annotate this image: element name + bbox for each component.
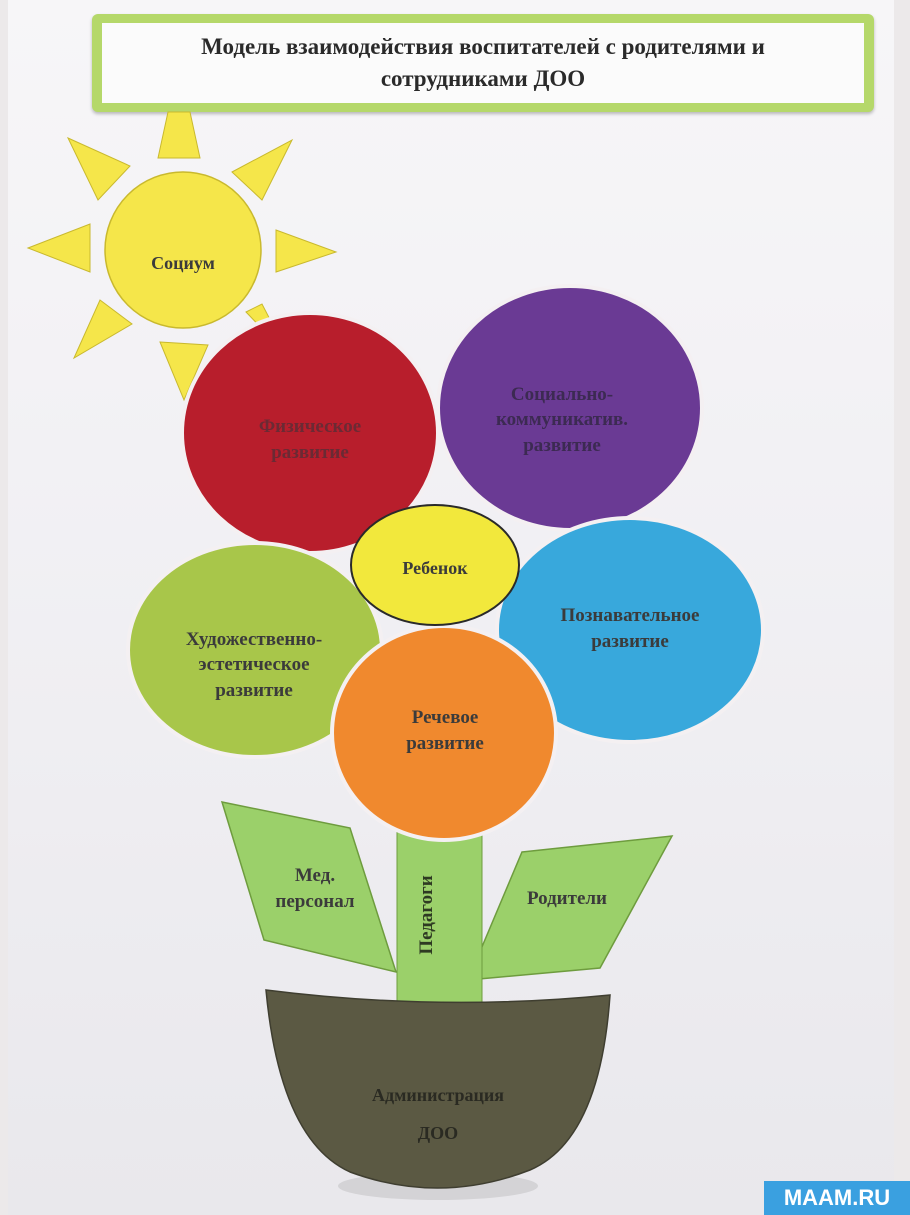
social-line-3: развитие xyxy=(523,434,601,456)
right-leaf-label: Родители xyxy=(500,882,634,916)
artistic-label: Художественно- эстетическое развитие xyxy=(148,615,360,715)
title-line-1: Модель взаимодействия воспитателей с род… xyxy=(201,33,765,59)
title-frame: Модель взаимодействия воспитателей с род… xyxy=(92,14,874,112)
sun-label-text: Социум xyxy=(151,252,215,273)
social-line-1: Социально- xyxy=(510,383,614,405)
physical-label: Физическое развитие xyxy=(220,405,400,475)
artistic-line-3: развитие xyxy=(215,679,293,701)
speech-line-1: Речевое xyxy=(411,707,479,729)
speech-line-2: развитие xyxy=(406,733,484,754)
leaf-left xyxy=(220,801,398,974)
sun-ray xyxy=(72,299,133,360)
sun-ray xyxy=(275,229,338,273)
pot-line-1: Администрация xyxy=(371,1085,505,1106)
center-label: Ребенок xyxy=(370,552,500,584)
sun-disc xyxy=(104,171,262,329)
flower-center xyxy=(350,504,520,626)
title-box: Модель взаимодействия воспитателей с род… xyxy=(102,23,864,103)
left-leaf-label: Мед. персонал xyxy=(255,856,375,922)
sun-ray xyxy=(159,341,209,402)
sun-ray xyxy=(66,136,131,201)
cognitive-line-2: развитие xyxy=(591,631,669,652)
pot-line-2: ДОО xyxy=(417,1123,459,1143)
left-leaf-line-2: персонал xyxy=(275,891,355,912)
stem xyxy=(396,831,483,1023)
stem-label: Педагоги xyxy=(416,875,437,955)
pot xyxy=(265,989,611,1189)
petal-cognitive xyxy=(495,516,765,744)
artistic-line-1: Художественно- xyxy=(185,628,323,650)
cognitive-label: Познавательное развитие xyxy=(520,595,740,663)
speech-label: Речевое развитие xyxy=(370,697,520,765)
physical-line-2: развитие xyxy=(271,442,349,463)
petal-speech xyxy=(330,624,558,842)
artistic-line-2: эстетическое xyxy=(198,654,310,676)
physical-line-1: Физическое xyxy=(258,416,362,438)
sun-ray xyxy=(26,223,91,273)
sun-ray xyxy=(157,111,201,159)
sun-ray xyxy=(231,138,294,201)
center-label-text: Ребенок xyxy=(402,557,468,578)
sun-label: Социум xyxy=(125,248,241,278)
social-label: Социально- коммуникатив. развитие xyxy=(462,370,662,470)
title-line-2: сотрудниками ДОО xyxy=(380,66,586,91)
social-line-2: коммуникатив. xyxy=(495,409,629,431)
cognitive-line-1: Познавательное xyxy=(560,605,700,627)
watermark: MAAM.RU xyxy=(764,1181,910,1215)
leaf-right xyxy=(466,835,674,981)
pot-label: Администрация ДОО xyxy=(320,1075,556,1155)
right-leaf-text: Родители xyxy=(526,888,608,910)
left-leaf-line-1: Мед. xyxy=(294,865,336,887)
